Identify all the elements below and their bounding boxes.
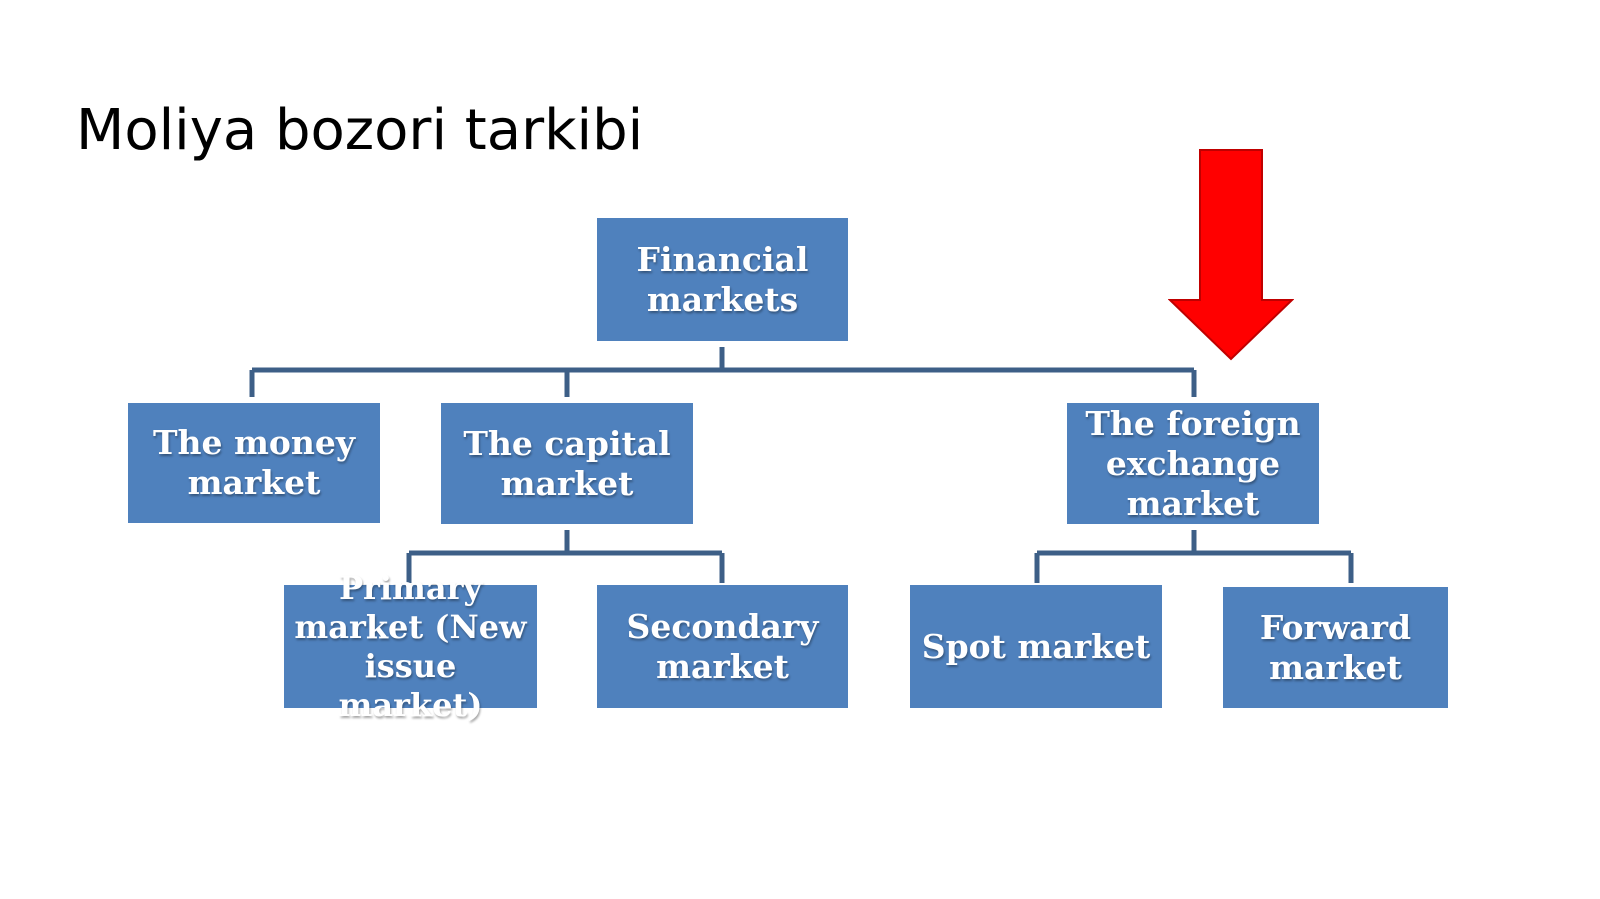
node-primary-market: Primary market (New issue market) xyxy=(284,569,537,724)
node-foreign-exchange-market: The foreign exchange market xyxy=(1067,403,1319,524)
node-capital-market: The capital market xyxy=(441,403,693,524)
slide-title: Moliya bozori tarkibi xyxy=(76,98,644,163)
down-arrow-icon xyxy=(1168,149,1294,361)
node-money-market: The money market xyxy=(128,403,380,523)
node-forward-market: Forward market xyxy=(1223,587,1448,708)
node-financial-markets: Financial markets xyxy=(597,218,848,341)
node-secondary-market: Secondary market xyxy=(597,585,848,708)
node-spot-market: Spot market xyxy=(910,585,1162,708)
